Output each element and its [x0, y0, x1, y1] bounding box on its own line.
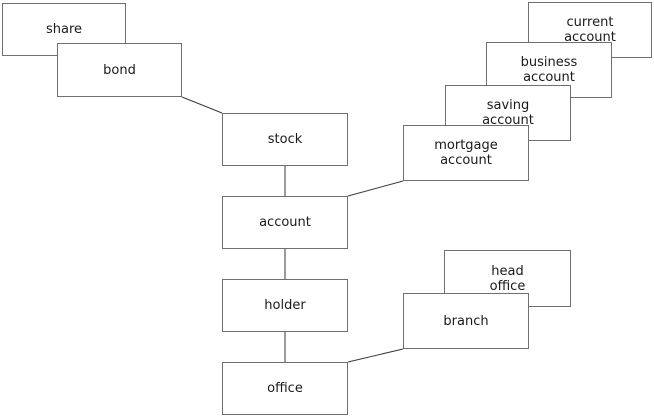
node-label-business-account: business account [520, 55, 578, 85]
node-label-account: account [259, 215, 311, 230]
node-label-stock: stock [267, 132, 303, 147]
node-label-share: share [45, 22, 83, 37]
node-label-bond: bond [103, 62, 136, 78]
edge-office-to-branch [347, 348, 404, 363]
node-label-holder: holder [264, 298, 306, 313]
node-label-office: office [267, 381, 303, 396]
node-account[interactable]: account [222, 196, 348, 249]
node-stock[interactable]: stock [222, 113, 348, 166]
node-label-head-office: head office [489, 263, 526, 294]
node-label-saving-account: saving account [482, 98, 534, 128]
node-holder[interactable]: holder [222, 279, 348, 332]
node-bond[interactable]: bond [57, 43, 182, 97]
node-mortgage-account[interactable]: mortgage account [403, 125, 529, 181]
edge-bond-to-stock [181, 96, 223, 114]
node-label-mortgage-account: mortgage account [434, 138, 498, 168]
node-branch[interactable]: branch [403, 293, 529, 349]
node-label-branch: branch [443, 313, 489, 329]
node-office[interactable]: office [222, 362, 348, 415]
node-label-current-account: current account [564, 15, 616, 45]
edge-account-to-mortgage-account [347, 180, 404, 197]
